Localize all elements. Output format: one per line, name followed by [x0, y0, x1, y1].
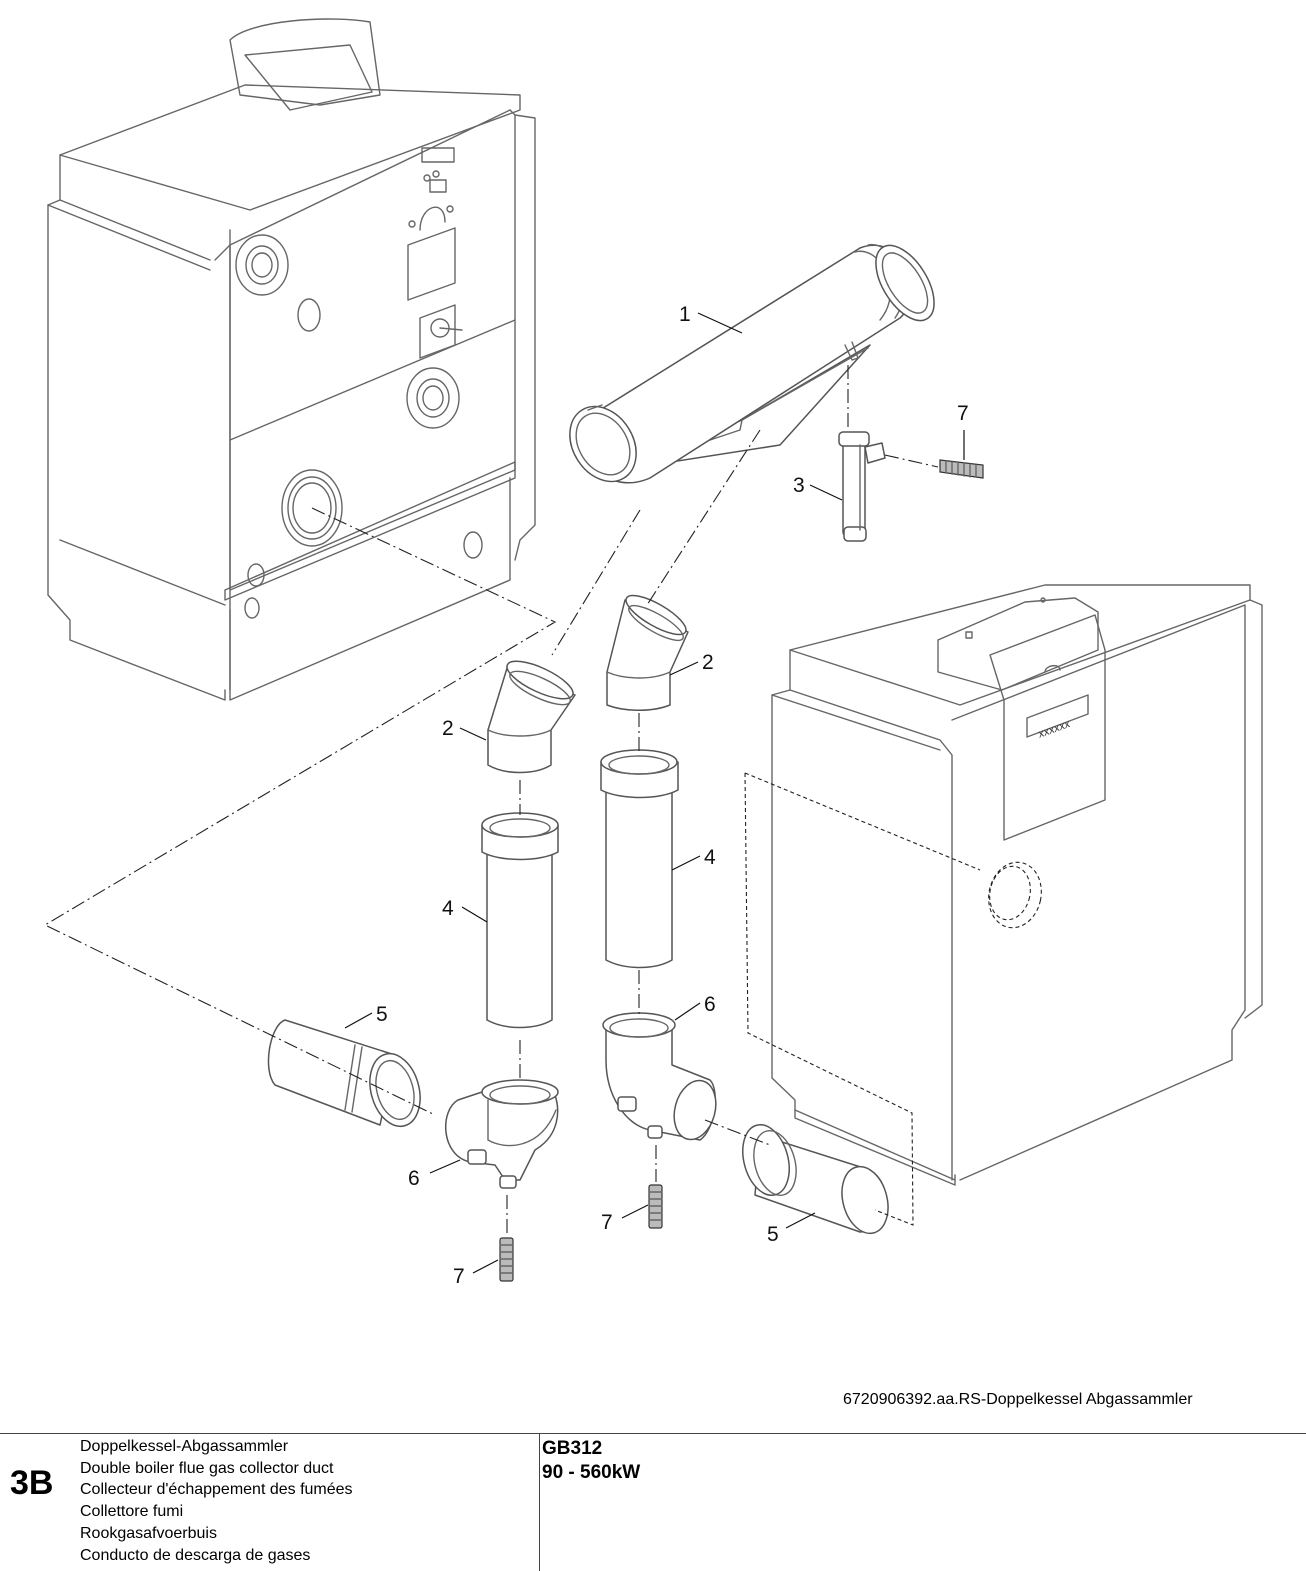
sheet-id: 3B: [10, 1464, 54, 1502]
part-2-elbow-left: [487, 660, 576, 774]
part-5-adaptor-left: [267, 1019, 421, 1128]
part-4-pipe-left: [481, 812, 559, 1029]
part-5-adaptor-right: [742, 1124, 889, 1235]
callout-leaders: [344, 312, 965, 1274]
callout-1: 1: [679, 303, 691, 326]
drawing-reference: 6720906392.aa.RS-Doppelkessel Abgassamml…: [843, 1391, 1193, 1408]
callout-4-left: 4: [442, 897, 454, 920]
callout-5-right: 5: [767, 1223, 779, 1246]
model-info: GB312 90 - 560kW: [542, 1437, 640, 1485]
callout-7-right: 7: [601, 1211, 613, 1234]
callout-7-siphon: 7: [957, 402, 969, 425]
nameplate-label: xxxxxx: [1036, 718, 1073, 741]
assembly-lines: [43, 365, 981, 1235]
callout-5-left: 5: [376, 1003, 388, 1026]
part-7-plug-right: [648, 1184, 663, 1229]
description-en: Double boiler flue gas collector duct: [80, 1459, 334, 1477]
part-6-bend-right: [602, 1012, 717, 1141]
left-boiler-rear: [47, 18, 536, 701]
part-6-bend-left: [445, 1079, 559, 1189]
callout-6-left: 6: [408, 1167, 420, 1190]
part-7-plug-left: [499, 1237, 514, 1282]
callout-4-right: 4: [704, 846, 716, 869]
title-divider: [539, 1434, 540, 1571]
part-1-collector-pipe: [569, 244, 935, 484]
description-it: Collettore fumi: [80, 1503, 184, 1521]
part-3-siphon: [838, 431, 886, 542]
title-block: 3B Doppelkessel-Abgassammler Double boil…: [0, 1433, 1306, 1571]
description-de: Doppelkessel-Abgassammler: [80, 1438, 289, 1455]
callout-6-right: 6: [704, 993, 716, 1016]
description-fr: Collecteur d'échappement des fumées: [80, 1481, 353, 1499]
callout-3: 3: [793, 474, 805, 497]
part-2-elbow-right: [606, 594, 689, 711]
callout-2-left: 2: [442, 717, 454, 740]
power-range: 90 - 560kW: [542, 1462, 641, 1483]
description-nl: Rookgasafvoerbuis: [80, 1524, 217, 1542]
callout-2-right: 2: [702, 651, 714, 674]
callout-7-left: 7: [453, 1265, 465, 1288]
part-4-pipe-right: [600, 749, 679, 969]
description-es: Conducto de descarga de gases: [80, 1546, 311, 1564]
exploded-parts-drawing: xxxxxx: [43, 18, 1263, 1288]
description-list: Doppelkessel-Abgassammler Double boiler …: [80, 1436, 353, 1566]
callout-numbers: 1 2 2 3 4 4 5 5 6 6 7 7 7: [376, 303, 969, 1288]
right-boiler-front: xxxxxx: [771, 584, 1263, 1186]
model-name: GB312: [542, 1438, 603, 1459]
part-7-plug-siphon: [939, 459, 984, 479]
